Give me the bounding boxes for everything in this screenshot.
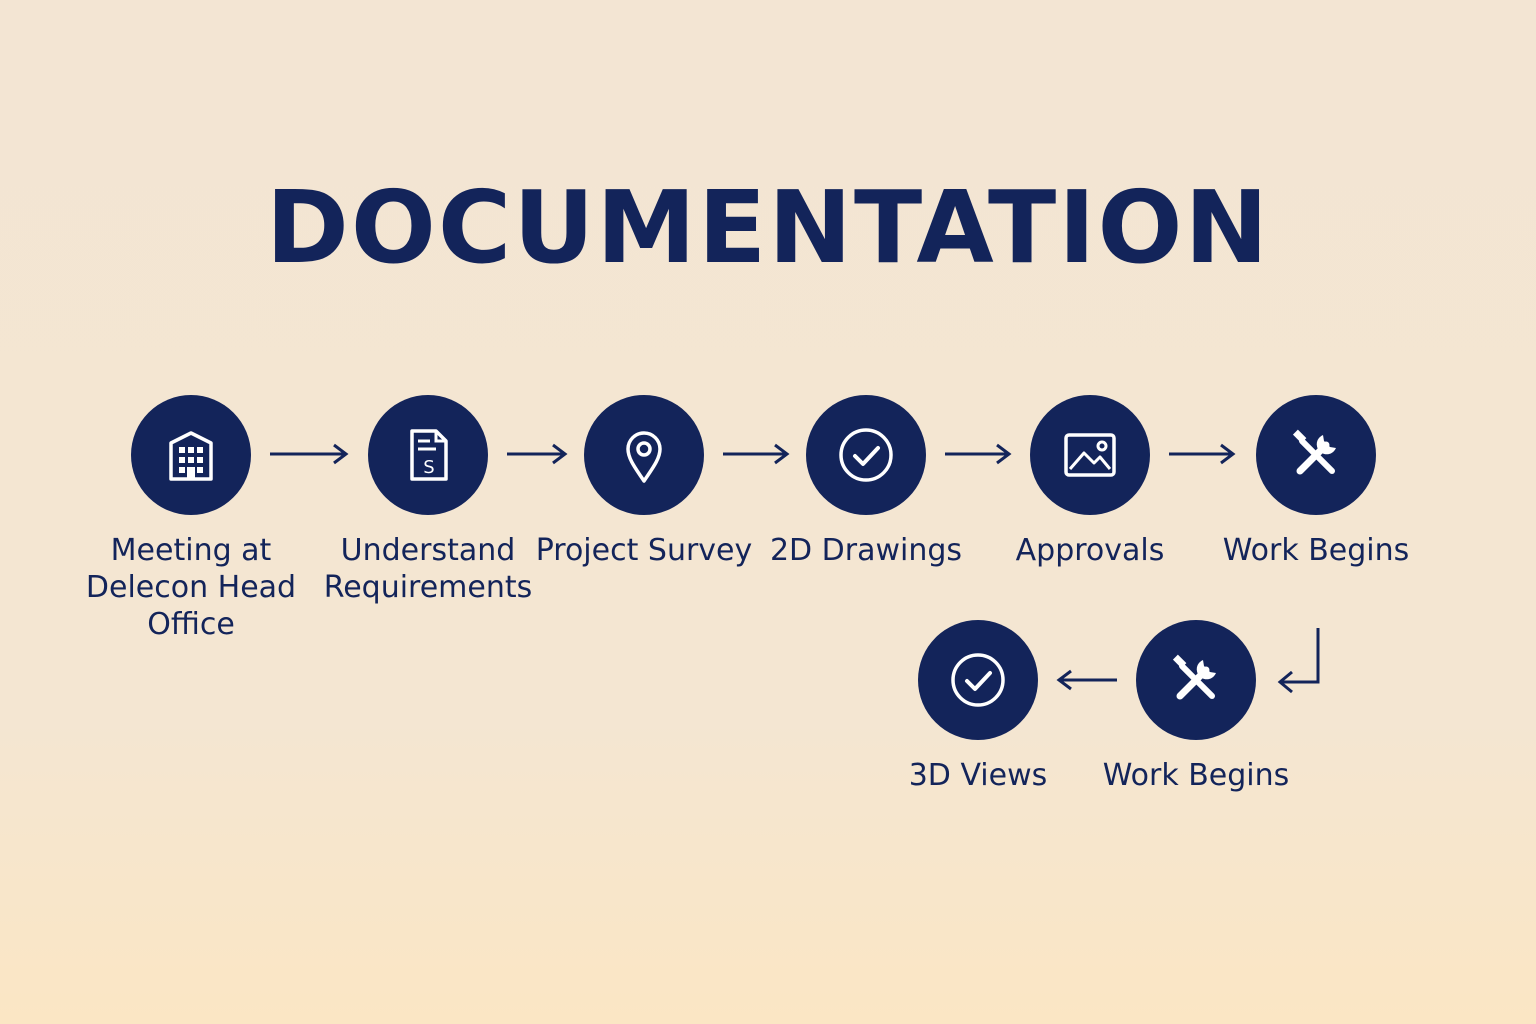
arrow-right-icon <box>270 443 349 465</box>
check-circle-icon <box>951 653 1005 707</box>
step-circle <box>806 395 926 515</box>
tools-icon <box>1172 654 1216 700</box>
step-circle <box>1030 395 1150 515</box>
diagram-title: DOCUMENTATION <box>265 169 1271 286</box>
step-label: Understand Requirements <box>323 533 533 605</box>
step-label: 3D Views <box>908 758 1048 793</box>
step-circle <box>131 395 251 515</box>
step-circle <box>1136 620 1256 740</box>
arrow-right-icon <box>945 443 1012 465</box>
tools-icon <box>1292 429 1336 475</box>
svg-text:S: S <box>423 457 434 478</box>
building-icon <box>169 431 213 481</box>
image-icon <box>1064 433 1116 477</box>
step-circle <box>584 395 704 515</box>
arrow-right-icon <box>1169 443 1236 465</box>
arrow-right-icon <box>723 443 790 465</box>
step-label: 2D Drawings <box>769 533 963 568</box>
arrow-return-icon <box>1277 628 1320 694</box>
step-label: Work Begins <box>1102 758 1290 793</box>
arrow-left-icon <box>1056 669 1117 691</box>
step-circle <box>1256 395 1376 515</box>
location-pin-icon <box>626 431 662 483</box>
step-label: Meeting at Delecon Head Office <box>85 533 297 642</box>
step-label: Project Survey <box>535 533 753 568</box>
step-label: Work Begins <box>1222 533 1410 568</box>
step-circle: S <box>368 395 488 515</box>
check-circle-icon <box>839 428 893 482</box>
document-icon: S <box>410 429 448 481</box>
arrow-right-icon <box>507 443 568 465</box>
step-label: Approvals <box>1015 533 1165 568</box>
step-circle <box>918 620 1038 740</box>
